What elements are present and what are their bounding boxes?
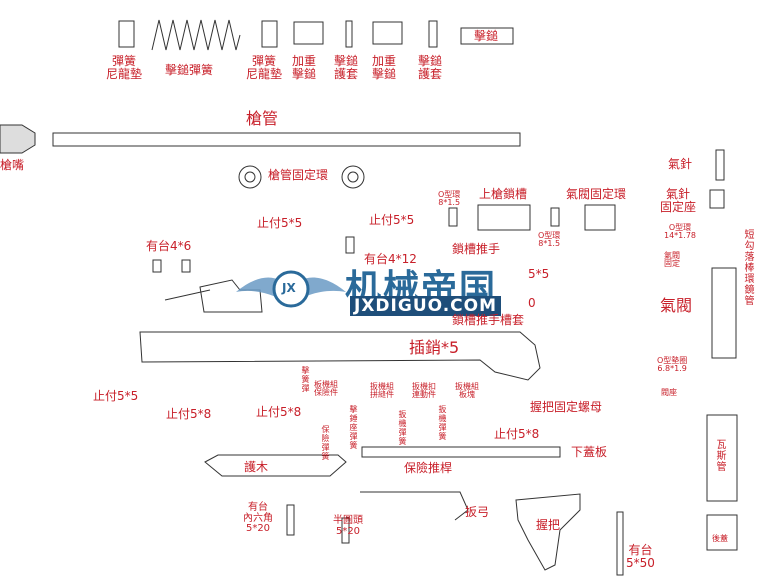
label-heavy-hammer-2: 加重 擊鎚	[372, 54, 397, 81]
label-oring-d: O型墊圈 6.8*1.9	[657, 356, 688, 374]
label-drop-spring: 擊 錘 座 彈 簧	[349, 405, 358, 450]
label-nylon-pad-1: 彈簧 尼龍墊	[106, 54, 143, 81]
valve-ring-part	[584, 204, 616, 231]
logo-badge: JX	[282, 281, 296, 295]
label-lower-plate: 下蓋板	[571, 445, 608, 459]
upper-lock-part	[477, 204, 531, 231]
label-stop-5x5-b: 止付5*5	[369, 213, 415, 227]
guard-sleeve-part	[345, 20, 353, 48]
label-oring-b: O型環 8*1.5	[538, 231, 561, 249]
label-trigger-spring-b: 扳 機 彈 簧	[438, 405, 447, 441]
label-handguard: 護木	[244, 460, 269, 474]
label-trigger-spring-a: 扳 機 彈 簧	[398, 410, 407, 446]
label-valve-seat: 閥座	[661, 388, 677, 397]
label-grip: 握把	[536, 518, 561, 532]
gas-valve-part	[711, 267, 737, 359]
handguard-part	[204, 454, 347, 477]
heavy-hammer-part-1	[293, 21, 324, 45]
label-lock-sleeve: 鎖槽推手槽套	[452, 313, 525, 327]
label-hex-5x20-a: 有台 內六角 5*20	[243, 502, 273, 534]
label-oring-c: O型環 14*1.78	[664, 223, 696, 241]
label-valve-ring: 氣閥固定環	[566, 187, 627, 201]
label-oring-a: O型環 8*1.5	[438, 190, 461, 208]
label-safety-spring: 保 險 彈 簧	[321, 425, 330, 461]
label-guard-sleeve: 擊鎚 護套	[334, 54, 359, 81]
logo-url: JXDIGUO.COM	[350, 296, 502, 316]
label-stop-5x5-c: 5*5	[528, 267, 550, 281]
label-hook-bolt: 短 勾 落 棒 環 鏡 管	[744, 230, 755, 307]
label-trigger-plate: 扳機組 板塊	[455, 382, 479, 400]
label-gas-tube: 瓦 斯 管	[716, 440, 727, 473]
nylon-pad-part-2	[261, 20, 278, 48]
label-gas-valve: 氣閥	[660, 296, 693, 315]
nylon-pad-part-1	[118, 20, 135, 48]
label-gas-valve-small: 氣閥 固定	[664, 251, 680, 269]
label-trigger-guard: 扳機扣 連動件	[412, 382, 436, 400]
barrel-ring-part-2	[341, 165, 365, 189]
gas-tube-part	[706, 414, 738, 502]
label-hex-5x20-b: 半圓頭 5*20	[333, 515, 363, 537]
rear-cap-part	[706, 514, 738, 551]
label-hex-4x6: 有台4*6	[146, 239, 192, 253]
label-trigger: 扳弓	[465, 505, 490, 519]
long-screw-part	[616, 511, 624, 576]
hammer-part	[460, 27, 514, 45]
label-barrel: 槍管	[246, 109, 279, 128]
label-hammer-sleeve: 擊鎚 護套	[418, 54, 443, 81]
label-stop-5x8-c: 止付5*8	[494, 427, 540, 441]
label-safety-push: 保險推桿	[404, 461, 453, 475]
safety-push-part	[360, 491, 469, 521]
label-hammer: 擊鎚	[474, 29, 499, 43]
watermark-logo	[236, 270, 346, 308]
label-catch-spring: 擊 簧 彈	[301, 366, 310, 393]
label-stop-5x8-a: 止付5*8	[166, 407, 212, 421]
label-hex-4x12: 有台4*12	[364, 252, 417, 266]
label-firing-pin: 氣針	[668, 157, 693, 171]
label-lock-pusher: 鎖槽推手	[452, 242, 501, 256]
label-nylon-pad-2: 彈簧 尼龍墊	[246, 54, 283, 81]
firing-pin-part	[715, 149, 725, 181]
label-stop-5x5-d: 止付5*5	[93, 389, 139, 403]
label-hex-5x50: 有台 5*50	[626, 543, 655, 570]
hex-screw-part	[286, 504, 295, 536]
receiver-part	[139, 331, 541, 381]
hammer-sleeve-part	[428, 20, 438, 48]
heavy-hammer-part-2	[372, 21, 403, 45]
label-fixing-screw: 握把固定螺母	[530, 400, 603, 414]
muzzle-part	[0, 124, 36, 154]
label-heavy-hammer-1: 加重 擊鎚	[292, 54, 317, 81]
label-rear-cap: 後蓋	[712, 534, 728, 543]
barrel-ring-part-1	[238, 165, 262, 189]
label-trigger-group: 扳機組 拼縫件	[370, 382, 394, 400]
label-safety-pin: 板機組 保險件	[314, 380, 338, 398]
label-stop-5x5-a: 止付5*5	[257, 216, 303, 230]
label-pin-5: 插銷*5	[409, 338, 460, 357]
label-muzzle: 槍嘴	[0, 158, 25, 172]
label-upper-lock: 上槍鎖槽	[479, 187, 528, 201]
grip-part	[515, 493, 581, 571]
lower-plate-part	[361, 446, 561, 458]
label-barrel-ring: 槍管固定環	[268, 168, 329, 182]
hammer-spring-part	[151, 19, 241, 51]
barrel-part	[52, 132, 521, 147]
label-stop-5x8-b: 止付5*8	[256, 405, 302, 419]
label-hammer-spring: 擊鎚彈簧	[165, 63, 214, 77]
label-num-10: 0	[528, 296, 536, 310]
label-firing-pin-seat: 氣針 固定座	[660, 187, 697, 214]
